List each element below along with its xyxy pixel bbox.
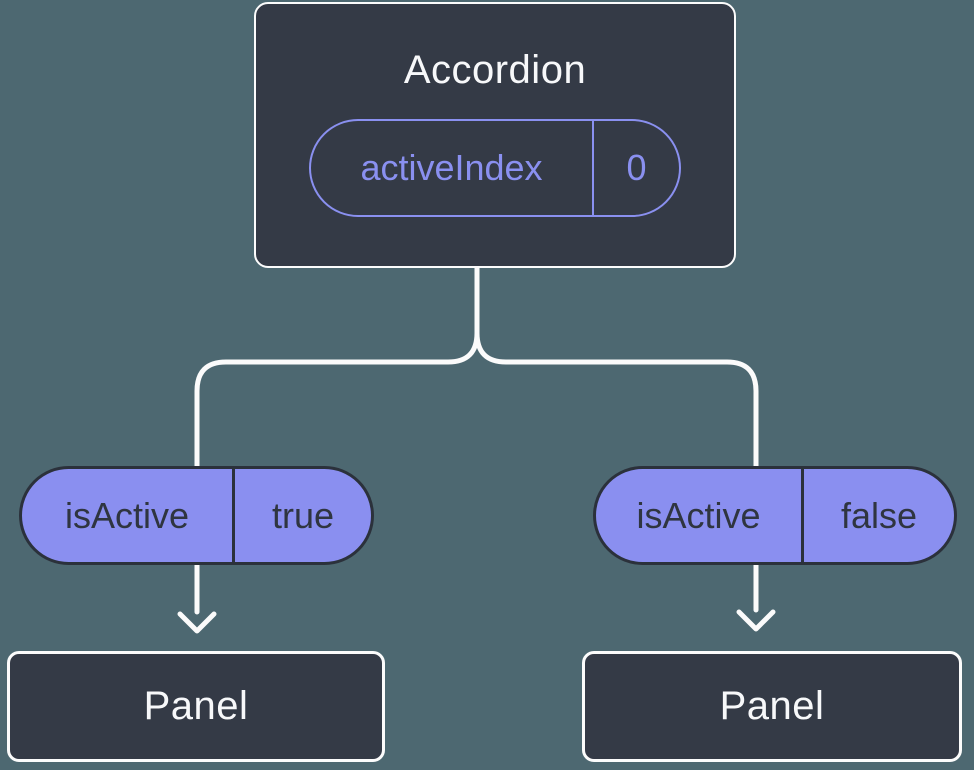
arrowhead-down-left-icon (177, 611, 217, 634)
panel-node-left: Panel (7, 651, 385, 762)
state-pill-activeIndex: activeIndex 0 (309, 119, 681, 217)
state-pill-key: activeIndex (360, 147, 543, 188)
arrowhead-down-right-icon (736, 609, 776, 632)
accordion-node-label: Accordion (403, 48, 587, 92)
connector-root-to-left-child (194, 265, 480, 615)
panel-node-right: Panel (582, 651, 962, 762)
prop-pill-key: isActive (636, 494, 761, 536)
prop-pill-value: false (801, 469, 954, 562)
prop-pill-value: true (232, 469, 371, 562)
panel-node-label: Panel (143, 684, 249, 728)
prop-pill-isactive-true: isActive true (19, 466, 374, 565)
accordion-node: Accordion activeIndex 0 (254, 2, 736, 268)
connector-root-to-right-child (474, 330, 759, 613)
prop-pill-isactive-false: isActive false (593, 466, 957, 565)
panel-node-label: Panel (719, 684, 825, 728)
prop-pill-key: isActive (64, 494, 190, 536)
state-pill-value: 0 (592, 121, 679, 215)
